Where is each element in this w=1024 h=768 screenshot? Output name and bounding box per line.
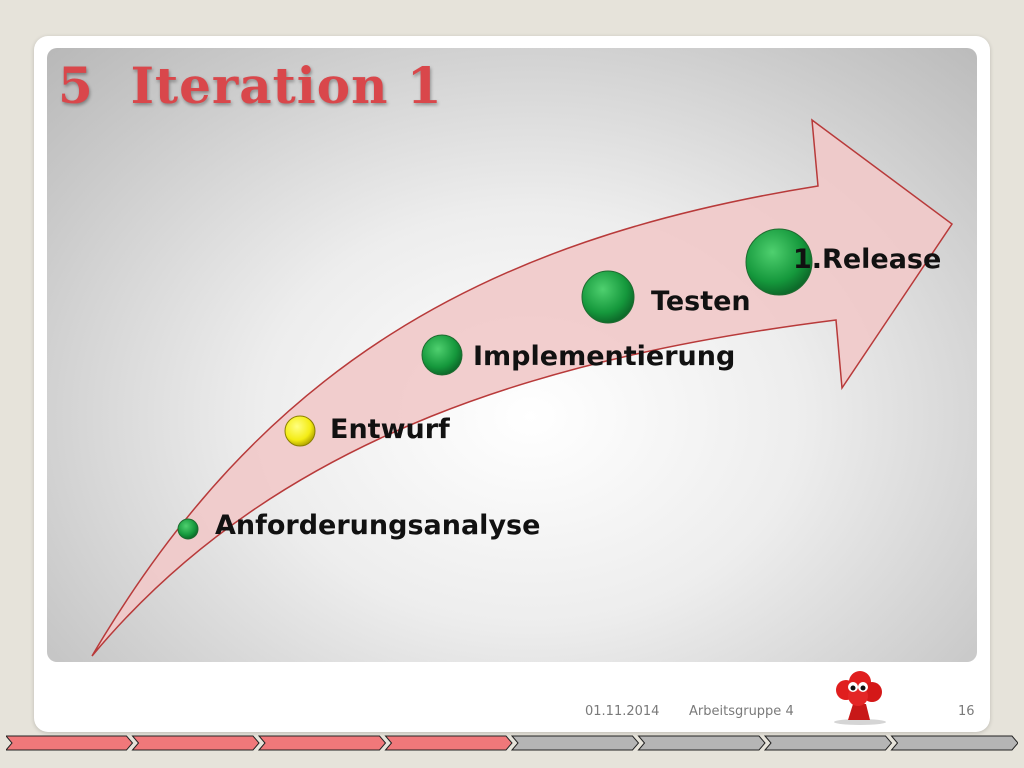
step-marker-release xyxy=(745,228,813,296)
step-label-implementierung: Implementierung xyxy=(473,341,736,372)
step-label-release: 1.Release xyxy=(793,244,942,275)
step-marker-testen xyxy=(581,270,635,324)
curved-arrow-shape xyxy=(91,118,954,657)
step-label-entwurf: Entwurf xyxy=(330,414,450,445)
step-label-testen: Testen xyxy=(651,286,751,317)
progress-segment xyxy=(131,735,260,751)
progress-segment xyxy=(510,735,640,751)
slide-progress-bar xyxy=(6,735,1018,751)
step-marker-entwurf xyxy=(284,415,316,447)
progress-segment xyxy=(384,735,513,751)
step-marker-implementierung xyxy=(421,334,463,376)
progress-segment xyxy=(637,735,766,751)
progress-segment xyxy=(890,735,1018,751)
footer-group: Arbeitsgruppe 4 xyxy=(689,704,794,719)
progress-segment xyxy=(257,735,387,751)
step-label-anforderungsanalyse: Anforderungsanalyse xyxy=(215,510,541,541)
footer-date: 01.11.2014 xyxy=(585,704,660,719)
progress-segment xyxy=(6,735,134,751)
page-number: 16 xyxy=(958,704,975,719)
slide-title: 5 Iteration 1 xyxy=(58,56,443,115)
step-marker-anforderungsanalyse xyxy=(177,518,199,540)
progress-segment xyxy=(763,735,893,751)
red-tree-logo-icon xyxy=(834,671,886,725)
